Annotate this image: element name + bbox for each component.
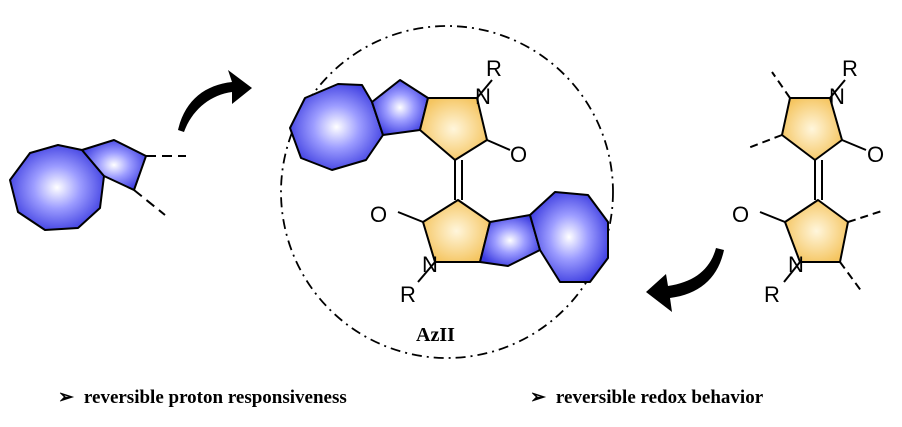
atom-r-bottom: R xyxy=(400,282,416,307)
molecule-label: AzII xyxy=(416,324,455,346)
atom-o-top: O xyxy=(510,142,527,167)
feature-proton: ➢ reversible proton responsiveness xyxy=(58,386,347,409)
atom-n-top: N xyxy=(475,84,491,109)
lactam-core-fragment xyxy=(747,71,886,293)
bullet-arrow-icon: ➢ xyxy=(58,387,74,408)
feature-text: reversible proton responsiveness xyxy=(83,387,347,408)
atom-o-right-top: O xyxy=(867,142,884,167)
atom-o-bottom: O xyxy=(370,202,387,227)
azii-molecule xyxy=(289,79,609,283)
highlight-circle xyxy=(280,25,614,359)
curved-arrow-left xyxy=(646,248,724,312)
bullet-arrow-icon: ➢ xyxy=(530,387,546,408)
azulene-fragment xyxy=(9,139,186,231)
curved-arrow-right xyxy=(178,70,252,132)
atom-r-right-bottom: R xyxy=(764,282,780,307)
atom-n-right-bottom: N xyxy=(788,252,804,277)
atom-o-right-bottom: O xyxy=(732,202,749,227)
atom-n-right-top: N xyxy=(829,84,845,109)
atom-n-bottom: N xyxy=(422,252,438,277)
atom-r-right-top: R xyxy=(842,56,858,81)
feature-redox: ➢ reversible redox behavior xyxy=(530,386,763,409)
feature-text: reversible redox behavior xyxy=(555,387,764,408)
atom-r-top: R xyxy=(486,56,502,81)
